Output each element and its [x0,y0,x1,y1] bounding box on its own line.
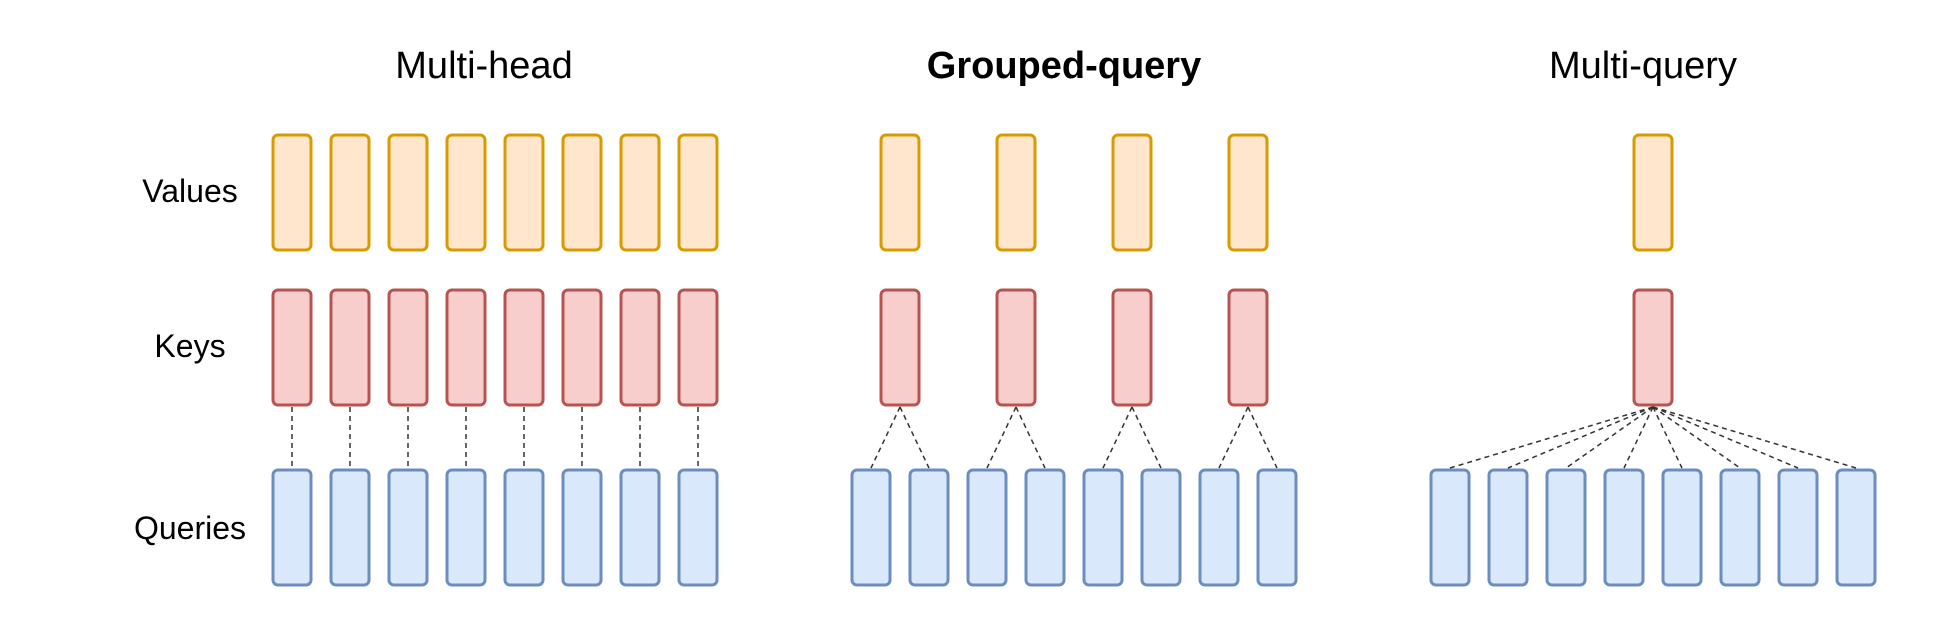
query-head [966,468,1008,587]
key-head [1111,288,1153,407]
value-head [677,133,719,252]
connector-line [1623,406,1654,469]
value-head [503,133,545,252]
query-head [561,468,603,587]
query-head [1719,468,1761,587]
query-head [1487,468,1529,587]
value-head [1111,133,1153,252]
key-head [879,288,921,407]
connector-line [1247,406,1278,469]
value-head [619,133,661,252]
key-head [503,288,545,407]
query-head [1835,468,1877,587]
key-head [561,288,603,407]
connector-line [1102,406,1133,469]
query-key-connectors [291,407,699,468]
query-head [1198,468,1240,587]
query-head [387,468,429,587]
key-head [1227,288,1269,407]
value-head [879,133,921,252]
query-head [677,468,719,587]
connector-line [1565,406,1654,469]
connector-line [1507,406,1654,469]
connector-line [1652,406,1857,469]
value-head [1632,133,1674,252]
panel-title: Multi-head [395,45,572,87]
connector-line [1449,406,1654,469]
connector-line [1652,406,1683,469]
query-head [1140,468,1182,587]
panel-title: Grouped-query [927,45,1201,87]
key-head [1632,288,1674,407]
connector-line [1652,406,1799,469]
query-head [1777,468,1819,587]
row-labels: Values Keys Queries [134,173,246,546]
connector-line [1652,406,1741,469]
query-key-connectors [1449,406,1857,469]
query-head [850,468,892,587]
value-head [445,133,487,252]
value-head [995,133,1037,252]
key-head [445,288,487,407]
key-head [677,288,719,407]
row-label-values: Values [142,173,237,209]
key-head [995,288,1037,407]
query-head [1256,468,1298,587]
query-head [1082,468,1124,587]
query-head [271,468,313,587]
key-head [329,288,371,407]
panel-1: Multi-head [271,45,719,587]
query-head [1603,468,1645,587]
value-head [561,133,603,252]
query-head [445,468,487,587]
connector-line [1218,406,1249,469]
connector-line [870,406,901,469]
query-head [619,468,661,587]
panel-2: Grouped-query [850,45,1298,587]
query-key-connectors [870,406,1278,469]
connector-line [1131,406,1162,469]
value-head [271,133,313,252]
connector-line [986,406,1017,469]
query-head [1429,468,1471,587]
panel-title: Multi-query [1549,45,1737,87]
row-label-keys: Keys [154,328,225,364]
query-head [329,468,371,587]
row-label-queries: Queries [134,510,246,546]
query-head [503,468,545,587]
panel-3: Multi-query [1429,45,1877,587]
value-head [329,133,371,252]
connector-line [1015,406,1046,469]
query-head [908,468,950,587]
value-head [387,133,429,252]
query-head [1545,468,1587,587]
query-head [1661,468,1703,587]
query-head [1024,468,1066,587]
key-head [271,288,313,407]
connector-line [899,406,930,469]
value-head [1227,133,1269,252]
panels: Multi-head Grouped-query Multi-query [271,45,1877,587]
key-head [387,288,429,407]
key-head [619,288,661,407]
